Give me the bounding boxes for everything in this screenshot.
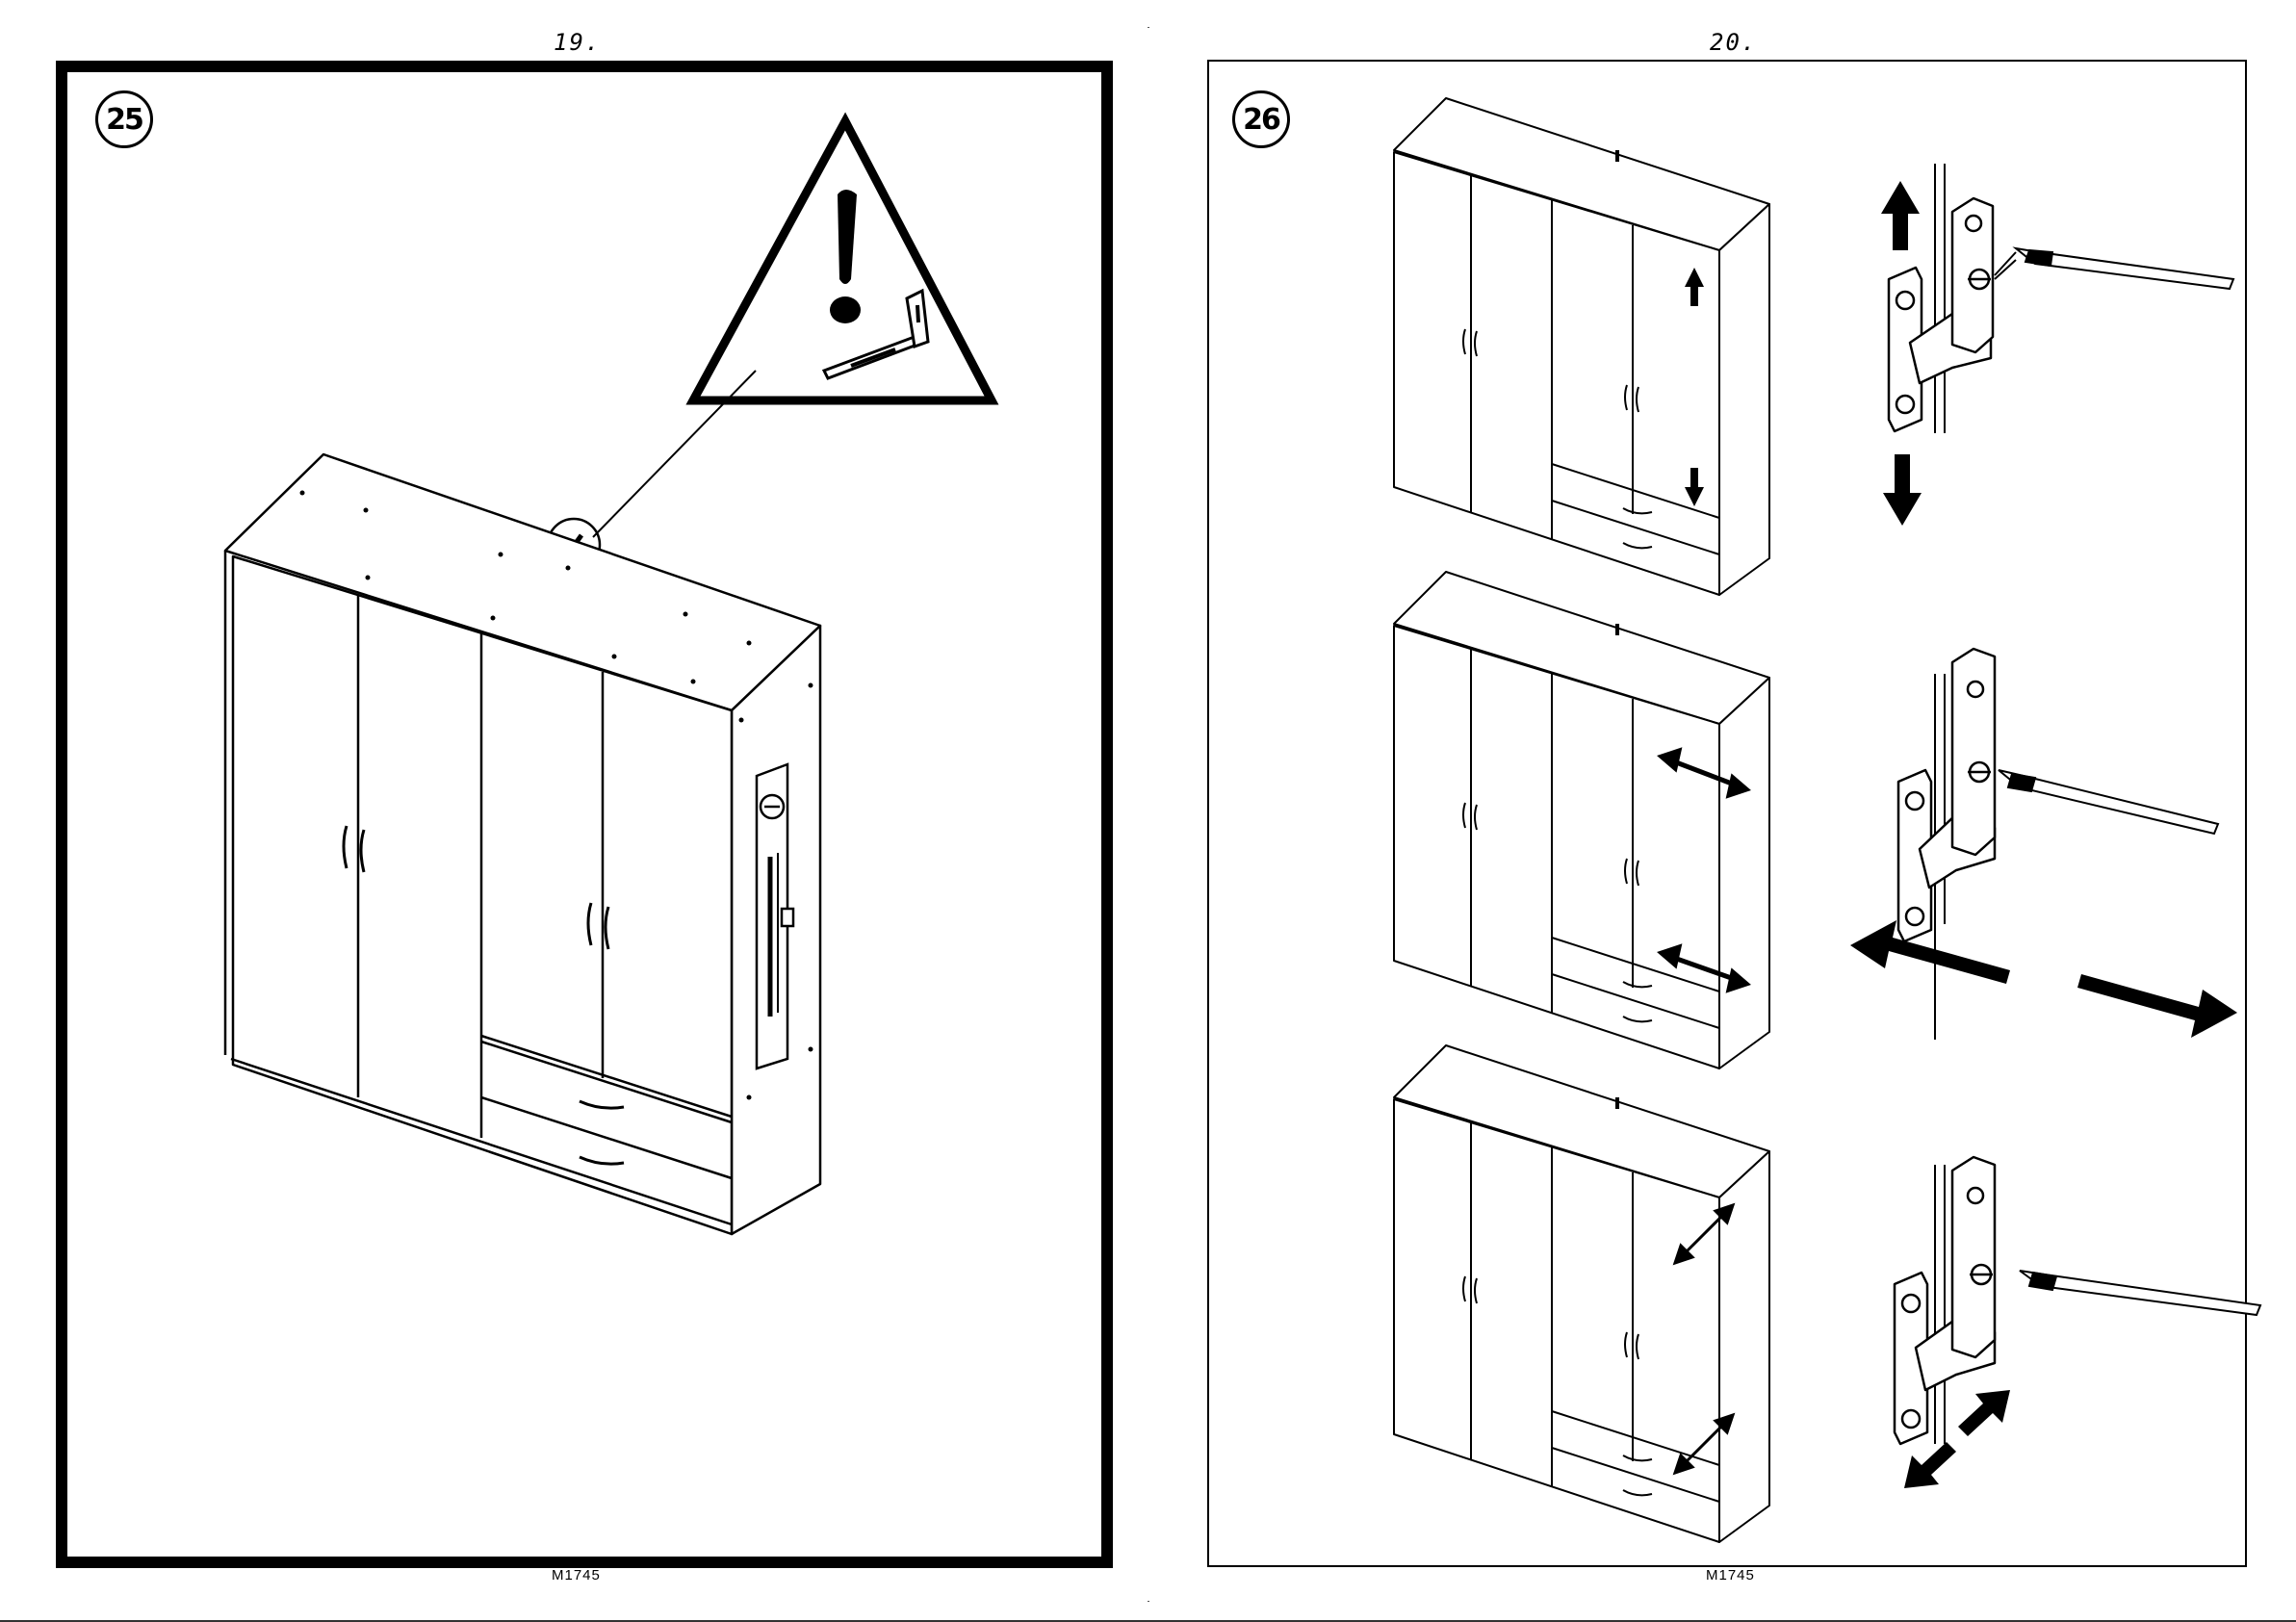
wardrobe-vertical-adjust	[1388, 94, 1783, 605]
wardrobe-depth-adjust	[1388, 1042, 1783, 1552]
hinge-icon	[1841, 635, 2296, 1059]
product-code-right: M1745	[1706, 1567, 1755, 1583]
fold-mark-bottom	[1148, 1601, 1149, 1602]
left-page: 19. 25	[0, 0, 1148, 1622]
screwdriver-icon	[1999, 770, 2218, 834]
hinge-icon	[1860, 144, 2296, 539]
hinge-detail-vertical	[1860, 144, 2296, 539]
step-number-26: 26	[1232, 90, 1290, 148]
wardrobe-illustration	[221, 443, 838, 1242]
right-page: 20. 26	[1148, 0, 2295, 1622]
hinge-icon	[1831, 1155, 2296, 1492]
product-code-left: M1745	[552, 1567, 601, 1583]
screwdriver-icon	[2020, 1271, 2260, 1315]
screwdriver-icon	[1995, 248, 2233, 289]
page-number-left: 19.	[554, 29, 601, 56]
side-rail-detail	[757, 764, 793, 1068]
step-number-25: 25	[95, 90, 153, 148]
wardrobe-lateral-adjust	[1388, 568, 1783, 1078]
page-number-right: 20.	[1710, 29, 1757, 56]
hinge-detail-lateral	[1841, 635, 2296, 1059]
fold-mark-top	[1148, 27, 1149, 28]
hinge-detail-depth	[1831, 1155, 2296, 1492]
